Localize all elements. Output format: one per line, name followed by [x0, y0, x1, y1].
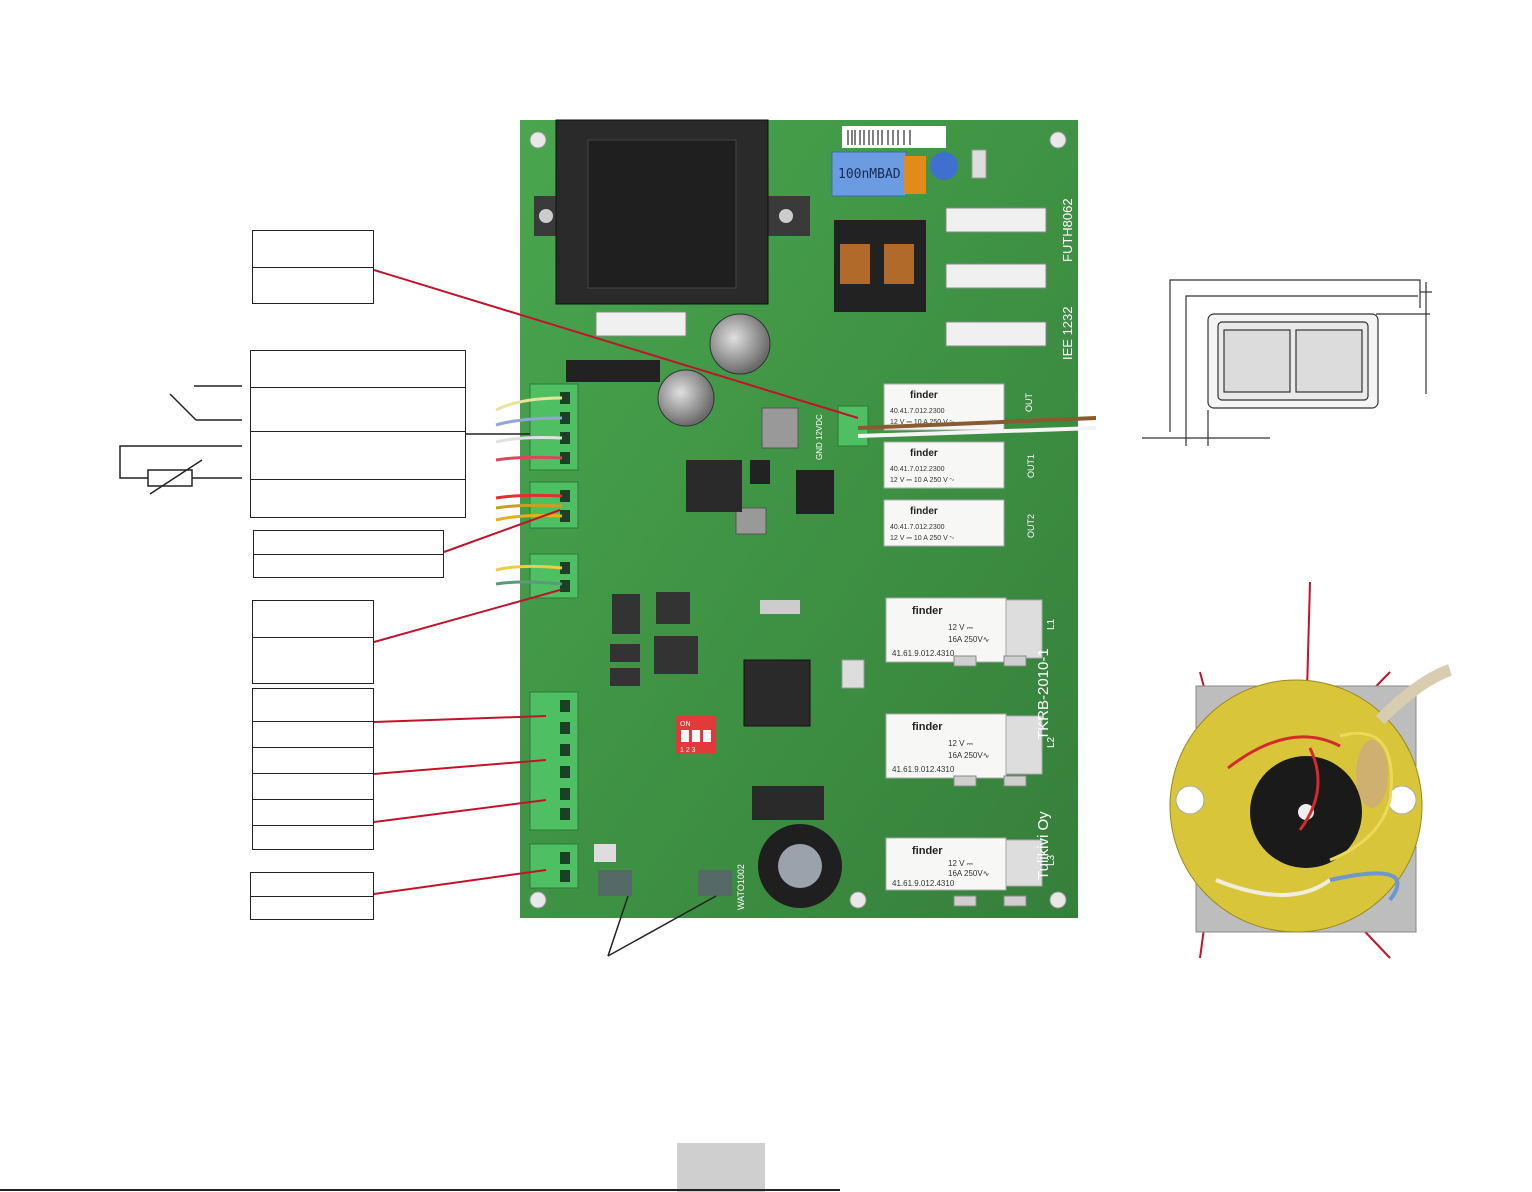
- film-capacitor: [831, 151, 907, 197]
- svg-text:41.61.9.012.4310: 41.61.9.012.4310: [892, 879, 955, 888]
- dip-switch: ON 1 2 3: [676, 716, 716, 754]
- callout-row: [253, 800, 373, 826]
- svg-text:OUT1: OUT1: [1026, 454, 1036, 478]
- fuse-bank: [595, 207, 1047, 347]
- svg-text:finder: finder: [910, 506, 938, 517]
- callout-row: [251, 432, 465, 480]
- callout-box-display: [252, 600, 374, 684]
- svg-text:finder: finder: [910, 448, 938, 459]
- callout-box-power: [252, 230, 374, 304]
- callout-row: [251, 897, 373, 920]
- svg-text:finder: finder: [912, 721, 943, 733]
- cutout-dimension-drawing: [1142, 279, 1432, 446]
- svg-text:40.41.7.012.2300: 40.41.7.012.2300: [890, 524, 945, 531]
- svg-text:12 V ⎓ 10 A 250 V ∿: 12 V ⎓ 10 A 250 V ∿: [890, 535, 955, 542]
- callout-box-inputs: [252, 688, 374, 850]
- callout-row: [253, 601, 373, 638]
- svg-text:41.61.9.012.4310: 41.61.9.012.4310: [892, 765, 955, 774]
- callout-row: [251, 873, 373, 897]
- pin-header: [752, 786, 824, 820]
- relay-small: finder 40.41.7.012.2300 12 V ⎓ 10 A 250 …: [883, 499, 1005, 547]
- svg-text:FUTH8062: FUTH8062: [1060, 198, 1075, 262]
- power-inductor: [686, 460, 742, 512]
- svg-text:16A 250V∿: 16A 250V∿: [948, 869, 989, 878]
- svg-text:40.41.7.012.2300: 40.41.7.012.2300: [890, 466, 945, 473]
- mount-hole: [529, 891, 547, 909]
- svg-text:Tulikivi Oy: Tulikivi Oy: [1035, 811, 1052, 880]
- footer-rule: [0, 1189, 840, 1191]
- svg-text:12 V ⎓ 10 A 250 V ∿: 12 V ⎓ 10 A 250 V ∿: [890, 477, 955, 484]
- wires: [495, 396, 1097, 586]
- thermistor-symbol: [119, 445, 242, 495]
- terminal-block-display: [529, 553, 579, 599]
- mount-hole: [529, 131, 547, 149]
- callout-row: [253, 231, 373, 268]
- callout-row: [251, 388, 465, 432]
- svg-text:OUT: OUT: [1024, 393, 1034, 413]
- barcode-sticker: [842, 126, 946, 148]
- svg-text:TKRB-2010-1: TKRB-2010-1: [1035, 648, 1052, 740]
- callout-box-sensor: [250, 350, 466, 518]
- svg-text:12 V ⎓ 10 A 250 V ∿: 12 V ⎓ 10 A 250 V ∿: [890, 419, 955, 426]
- electrolytic-capacitor: [709, 313, 771, 375]
- svg-text:L3: L3: [1046, 854, 1057, 866]
- control-board-photo: 100nMBAD FUTH8062 IEE 1232 finder: [520, 119, 1078, 918]
- leader-line: [607, 895, 717, 957]
- callout-row: [253, 774, 373, 800]
- callout-row: [251, 351, 465, 388]
- switch-symbol: [169, 385, 242, 421]
- svg-text:ON: ON: [680, 721, 691, 728]
- svg-text:40.41.7.012.2300: 40.41.7.012.2300: [890, 408, 945, 415]
- svg-text:16A 250V∿: 16A 250V∿: [948, 751, 989, 760]
- callout-box-2pole: [253, 530, 444, 578]
- callout-row: [251, 480, 465, 517]
- ir-sensor-right: [698, 870, 732, 896]
- callout-row: [253, 748, 373, 774]
- svg-text:12 V ⎓: 12 V ⎓: [948, 859, 974, 868]
- relay-large-l1: finder 12 V ⎓ 16A 250V∿ 41.61.9.012.4310: [885, 597, 1043, 663]
- callout-row: [253, 689, 373, 722]
- ir-sensor-left: [598, 870, 632, 896]
- callout-row: [253, 722, 373, 748]
- svg-text:OUT2: OUT2: [1026, 514, 1036, 538]
- electrolytic-capacitor: [657, 369, 715, 427]
- svg-text:finder: finder: [912, 605, 943, 617]
- svg-text:41.61.9.012.4310: 41.61.9.012.4310: [892, 649, 955, 658]
- terminal-block-bus: [529, 843, 579, 889]
- microcontroller: [743, 659, 811, 727]
- svg-text:100nMBAD: 100nMBAD: [838, 167, 901, 182]
- callout-row: [254, 555, 443, 578]
- svg-text:finder: finder: [912, 845, 943, 857]
- callout-box-bus: [250, 872, 374, 920]
- svg-text:finder: finder: [910, 390, 938, 401]
- callout-row: [253, 638, 373, 684]
- svg-text:IEE 1232: IEE 1232: [1060, 307, 1075, 361]
- relay-large-l3: finder 12 V ⎓ 16A 250V∿ 41.61.9.012.4310: [885, 837, 1043, 891]
- svg-text:12 V ⎓: 12 V ⎓: [948, 739, 974, 748]
- leader-line: [607, 895, 629, 957]
- svg-text:12 V ⎓: 12 V ⎓: [948, 623, 974, 632]
- callout-row: [253, 826, 373, 850]
- svg-text:16A 250V∿: 16A 250V∿: [948, 635, 989, 644]
- relay-large-l2: finder 12 V ⎓ 16A 250V∿ 41.61.9.012.4310: [885, 713, 1043, 779]
- svg-text:GND 12VDC: GND 12VDC: [815, 414, 824, 460]
- sensor-socket-photo: [1169, 664, 1453, 933]
- mount-hole: [1049, 131, 1067, 149]
- callout-row: [253, 268, 373, 304]
- page-number: [677, 1143, 765, 1192]
- svg-text:L1: L1: [1046, 618, 1057, 630]
- relay-small: finder 40.41.7.012.2300 12 V ⎓ 10 A 250 …: [883, 441, 1005, 489]
- svg-text:WATO1002: WATO1002: [736, 864, 746, 910]
- svg-text:1 2 3: 1 2 3: [680, 747, 696, 754]
- mount-hole: [849, 891, 867, 909]
- svg-text:L2: L2: [1046, 736, 1057, 748]
- callout-row: [254, 531, 443, 555]
- mount-hole: [1049, 891, 1067, 909]
